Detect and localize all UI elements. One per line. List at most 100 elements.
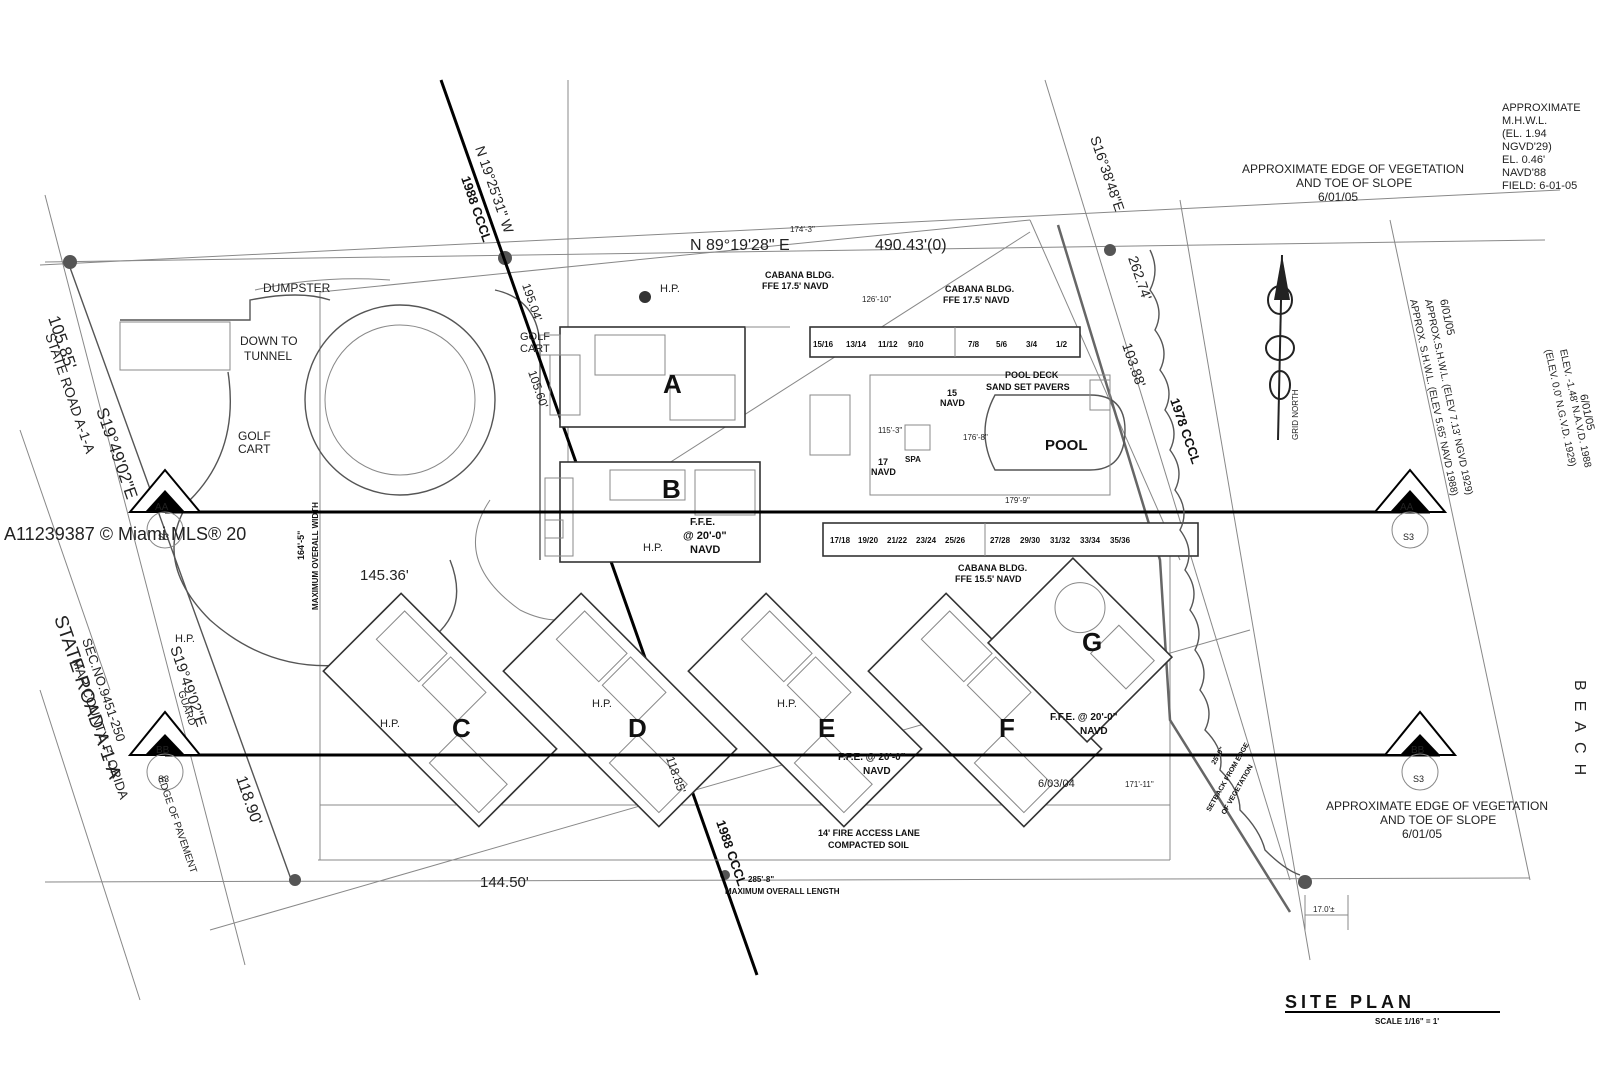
- beach-label: BEACH: [1571, 680, 1588, 785]
- building-c: [322, 592, 558, 828]
- cabana-unit: 23/24: [916, 536, 937, 545]
- spa-label: SPA: [905, 455, 921, 464]
- cabana-unit: 31/32: [1050, 536, 1071, 545]
- building-d: [502, 592, 738, 828]
- grid-north-label: GRID NORTH: [1291, 389, 1300, 440]
- watermark: A11239387 © Miami MLS® 20: [4, 524, 246, 544]
- cabana-unit: 17/18: [830, 536, 851, 545]
- vegetation-line: [1149, 249, 1301, 876]
- ffe-e-1: F.F.E. @ 20'-0": [838, 752, 906, 763]
- section-aa-sheet-r: S3: [1403, 532, 1414, 542]
- dumpster-label: DUMPSTER: [263, 281, 331, 295]
- max-width-2: MAXIMUM OVERALL WIDTH: [311, 502, 320, 610]
- property-lines: [19, 79, 1561, 1001]
- ffe-b-3: NAVD: [690, 544, 720, 556]
- building-c-label: C: [452, 713, 471, 743]
- cabana-unit: 27/28: [990, 536, 1011, 545]
- cabana-unit: 11/12: [878, 340, 898, 349]
- cabana-unit: 5/6: [996, 340, 1008, 349]
- section-line-bb: [127, 710, 1458, 791]
- north-distance: 490.43'(0): [875, 237, 947, 254]
- sw-distance: 118.90': [232, 774, 265, 828]
- pool-area: [809, 374, 1126, 496]
- dim-17: 17.0'±: [1313, 905, 1335, 914]
- cabana-south: [822, 522, 1199, 557]
- east-bearing: S16°38'48"E: [1087, 134, 1128, 214]
- golf-cart-3: GOLF: [520, 331, 550, 343]
- cabana-south-units: 17/18 19/20 21/22 23/24 25/26 27/28 29/3…: [830, 536, 1131, 545]
- dim-171: 171'-11": [1125, 780, 1154, 789]
- section-aa-right: AA: [1400, 502, 1414, 513]
- cabana-north2-title: CABANA BLDG.: [945, 284, 1014, 294]
- cabana-unit: 25/26: [945, 536, 966, 545]
- hp-label-d: H.P.: [592, 698, 612, 710]
- mhwl-line: NAVD'88: [1502, 167, 1546, 179]
- hp-label-c: H.P.: [380, 718, 400, 730]
- navd15-1: 15: [947, 388, 957, 398]
- cabana-unit: 13/14: [846, 340, 867, 349]
- building-f-label: F: [999, 713, 1015, 743]
- building-g-label: G: [1082, 627, 1102, 657]
- building-a: [539, 326, 790, 428]
- hp-label-e: H.P.: [777, 698, 797, 710]
- max-width-1: 164'-5": [296, 531, 306, 560]
- north-arrow-icon: [1265, 254, 1295, 441]
- max-length-2: MAXIMUM OVERALL LENGTH: [725, 887, 840, 896]
- golf-cart-4: CART: [520, 343, 550, 355]
- fire-lane-1: 14' FIRE ACCESS LANE: [818, 828, 920, 838]
- date-0304: 6/03/04: [1038, 778, 1075, 790]
- pool-deck-1: POOL DECK: [1005, 370, 1059, 380]
- cabana-north-title: CABANA BLDG.: [765, 270, 834, 280]
- ffe-g-2: NAVD: [1080, 726, 1108, 737]
- navd17-2: NAVD: [871, 467, 896, 477]
- setback-3: OF VEGETATION: [1221, 764, 1255, 816]
- cabana-north-units: 15/16 13/14 11/12 9/10 7/8 5/6 3/4 1/2: [813, 340, 1068, 349]
- building-e: [687, 592, 923, 828]
- cabana-unit: 33/34: [1080, 536, 1101, 545]
- dim-179: 179'-9": [1005, 496, 1030, 505]
- section-aa-left: AA: [155, 502, 169, 513]
- west-bearing: S19°49'02"E: [92, 405, 141, 501]
- veg-bot-2: AND TOE OF SLOPE: [1380, 813, 1496, 827]
- veg-top-3: 6/01/05: [1318, 190, 1358, 204]
- east-distance-2: 103.88': [1119, 341, 1149, 389]
- section-bb-left: BB: [156, 745, 170, 756]
- pool-deck-2: SAND SET PAVERS: [986, 382, 1070, 392]
- dim-115: 115'-3": [878, 426, 902, 435]
- dim-174: 174'-3": [790, 225, 815, 234]
- mhwl-line: NGVD'29): [1502, 141, 1552, 153]
- east-distance-1: 262.74': [1125, 254, 1155, 302]
- veg-top-1: APPROXIMATE EDGE OF VEGETATION: [1242, 162, 1464, 176]
- ffe-e-2: NAVD: [863, 766, 891, 777]
- ffe-b-1: F.F.E.: [690, 517, 715, 528]
- site-plan-title: SITE PLAN: [1285, 992, 1415, 1012]
- cabana-unit: 1/2: [1056, 340, 1068, 349]
- dim-176: 176'-8": [963, 433, 988, 442]
- building-g: [986, 556, 1174, 744]
- section-bb-right: BB: [1411, 745, 1425, 756]
- cabana-unit: 19/20: [858, 536, 879, 545]
- hp-label-a: H.P.: [660, 283, 680, 295]
- building-b-label: B: [662, 474, 681, 504]
- down-tunnel-2: TUNNEL: [244, 349, 292, 363]
- dim-126: 126'-10": [862, 295, 891, 304]
- section-aa-sheet-l: S3: [158, 532, 169, 542]
- pool-label: POOL: [1045, 437, 1088, 454]
- cabana-north2-ffe: FFE 17.5' NAVD: [943, 295, 1010, 305]
- hp-label-west: H.P.: [175, 633, 195, 645]
- site-plan-scale: SCALE 1/16" = 1': [1375, 1017, 1439, 1026]
- veg-bot-1: APPROXIMATE EDGE OF VEGETATION: [1326, 799, 1548, 813]
- mhwl-note: APPROXIMATE M.H.W.L. (EL. 1.94 NGVD'29) …: [1502, 102, 1581, 192]
- golf-cart-2: CART: [238, 442, 271, 456]
- navd17-1: 17: [878, 457, 888, 467]
- cabana-unit: 15/16: [813, 340, 834, 349]
- cabana-unit: 9/10: [908, 340, 924, 349]
- fire-lane-2: COMPACTED SOIL: [828, 840, 909, 850]
- mhwl-line: M.H.W.L.: [1502, 115, 1547, 127]
- ffe-b-2: @ 20'-0": [683, 530, 727, 542]
- max-length-1: 285'-8": [748, 875, 774, 884]
- title-block: SITE PLAN: [1285, 992, 1415, 1012]
- building-e-label: E: [818, 713, 835, 743]
- veg-bot-3: 6/01/05: [1402, 827, 1442, 841]
